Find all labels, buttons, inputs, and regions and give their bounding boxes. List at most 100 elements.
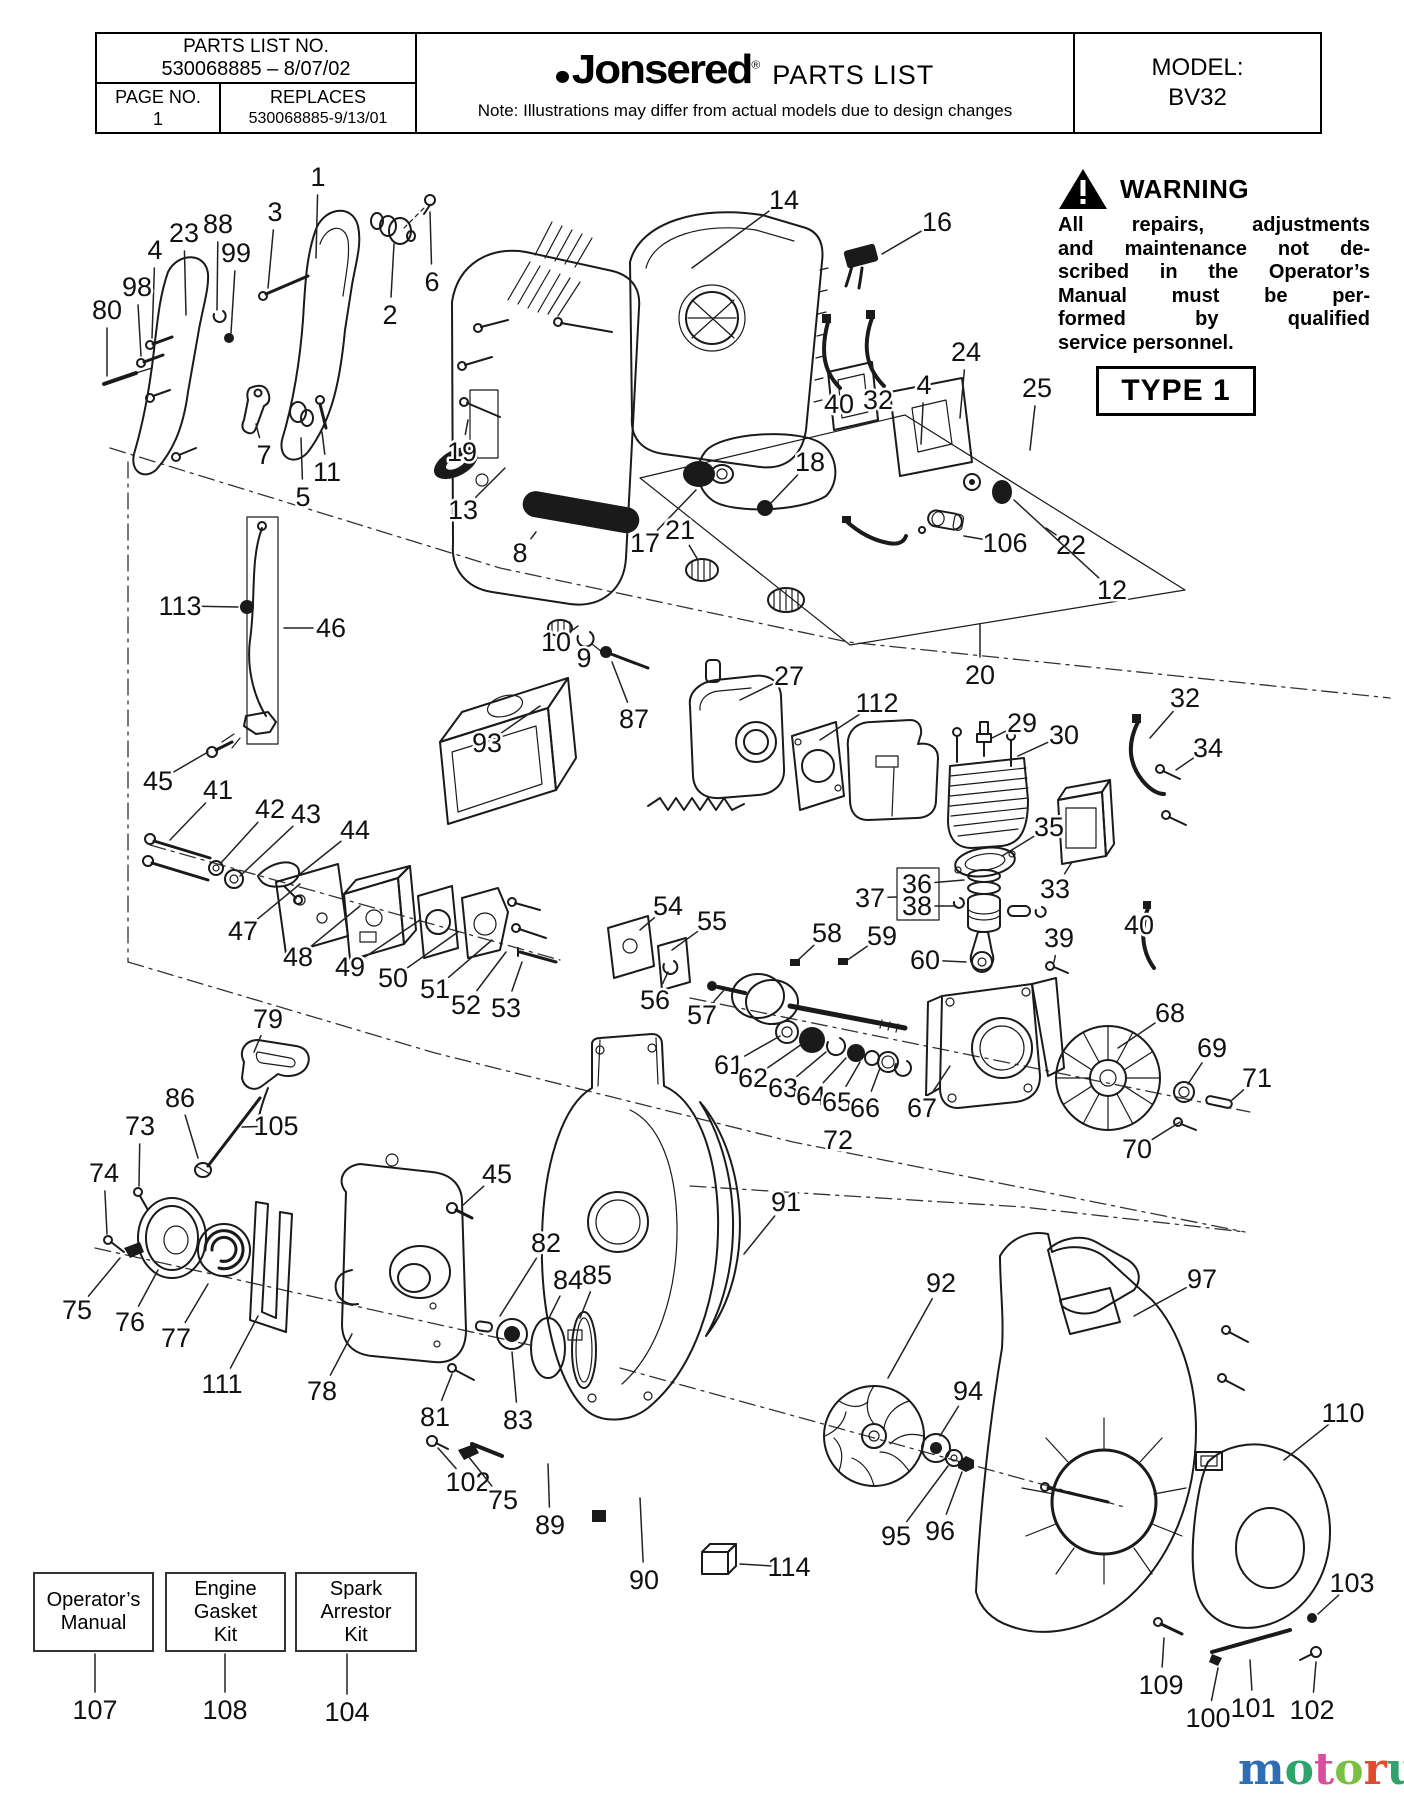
part-fan-ring — [699, 1101, 741, 1337]
callout-leader-27 — [739, 683, 774, 701]
callout-leader-33 — [1063, 861, 1073, 875]
part-callout-4: 4 — [147, 235, 162, 265]
part-callout-58: 58 — [812, 918, 842, 948]
part-callout-63: 63 — [768, 1073, 798, 1103]
part-throttle-cable — [206, 516, 279, 758]
callout-leader-76 — [137, 1269, 159, 1307]
type-badge: TYPE 1 — [1096, 366, 1256, 416]
part-callout-38: 38 — [902, 891, 932, 921]
callout-leader-4 — [920, 402, 924, 445]
callout-leader-45 — [461, 1185, 485, 1207]
model-label: MODEL: — [1151, 54, 1244, 81]
callout-leader-40 — [1142, 941, 1147, 953]
part-callout-23: 23 — [169, 218, 199, 248]
kit-box-spark-arrestor: Spark Arrestor Kit — [295, 1572, 417, 1652]
callout-leader-75 — [467, 1455, 493, 1487]
callout-leader-92 — [887, 1297, 933, 1379]
part-callout-34: 34 — [1193, 733, 1223, 763]
callout-leader-113 — [197, 605, 239, 608]
part-callout-32: 32 — [863, 385, 893, 415]
part-callout-85: 85 — [582, 1260, 612, 1290]
callout-leader-4 — [151, 267, 156, 339]
part-callout-53: 53 — [491, 993, 521, 1023]
callout-leader-96 — [945, 1471, 963, 1515]
part-callout-75: 75 — [62, 1295, 92, 1325]
callout-leader-6 — [429, 211, 433, 265]
part-callout-44: 44 — [340, 815, 370, 845]
part-starter — [103, 1039, 597, 1389]
kit-box-label: Engine Gasket Kit — [193, 1577, 258, 1646]
callout-leader-51 — [447, 939, 493, 979]
callout-leader-2 — [390, 243, 395, 298]
part-callout-77: 77 — [161, 1323, 191, 1353]
callout-leader-56 — [661, 971, 669, 985]
part-callout-40: 40 — [1124, 910, 1154, 940]
part-callout-60: 60 — [910, 945, 940, 975]
callout-leader-53 — [511, 961, 523, 992]
part-intake-plates — [607, 915, 691, 991]
callout-leader-47 — [256, 883, 301, 921]
part-callout-97: 97 — [1187, 1264, 1217, 1294]
callout-leader-19 — [464, 419, 469, 436]
part-callout-32: 32 — [1170, 683, 1200, 713]
callout-leader-63 — [796, 1051, 827, 1078]
part-callout-7: 7 — [256, 440, 271, 470]
part-callout-101: 101 — [1230, 1693, 1275, 1723]
part-callout-12: 12 — [1097, 575, 1127, 605]
callout-leader-84 — [547, 1295, 561, 1321]
brand-logo: Jonsered® — [556, 47, 760, 93]
part-callout-30: 30 — [1049, 720, 1079, 750]
part-handle-assembly — [102, 194, 436, 476]
part-callout-86: 86 — [165, 1083, 195, 1113]
callout-leader-88 — [216, 241, 219, 311]
part-callout-1: 1 — [310, 162, 325, 192]
kit-box-engine-gasket: Engine Gasket Kit — [165, 1572, 286, 1652]
warning-line: Manual must be per- — [1058, 284, 1370, 307]
callout-leader-65 — [845, 1061, 861, 1088]
part-cover-hardware — [1153, 1443, 1331, 1666]
warning-line: and maintenance not de- — [1058, 237, 1370, 260]
part-callout-66: 66 — [850, 1093, 880, 1123]
callout-leader-10 — [569, 625, 579, 633]
part-callout-89: 89 — [535, 1510, 565, 1540]
part-callout-88: 88 — [203, 209, 233, 239]
callout-leader-64 — [822, 1057, 847, 1084]
callout-leader-22 — [1045, 527, 1057, 536]
part-callout-87: 87 — [619, 704, 649, 734]
part-fan — [823, 1385, 974, 1487]
registered-mark: ® — [751, 58, 760, 72]
part-callout-11: 11 — [313, 457, 341, 487]
callout-leader-48 — [311, 905, 361, 947]
part-callout-22: 22 — [1056, 530, 1086, 560]
part-callout-27: 27 — [774, 661, 804, 691]
callout-leader-12 — [1013, 499, 1100, 579]
part-flywheel — [1055, 1025, 1233, 1131]
callout-leader-7 — [255, 423, 261, 439]
part-callout-3: 3 — [267, 197, 282, 227]
replaces-cell: REPLACES 530068885-9/13/01 — [221, 84, 415, 132]
part-callout-50: 50 — [378, 963, 408, 993]
part-callout-5: 5 — [295, 482, 310, 512]
part-callout-70: 70 — [1122, 1134, 1152, 1164]
part-callout-82: 82 — [531, 1228, 561, 1258]
callout-leader-66 — [870, 1067, 881, 1092]
part-callout-112: 112 — [855, 688, 898, 718]
part-muffler — [688, 659, 786, 800]
callout-leader-1 — [315, 194, 319, 259]
part-callout-83: 83 — [503, 1405, 533, 1435]
part-callout-105: 105 — [253, 1111, 298, 1141]
parts-list-no-cell: PARTS LIST NO. 530068885 – 8/07/02 — [97, 34, 415, 84]
warning-line: service personnel. — [1058, 331, 1234, 354]
part-cylinder-group — [947, 714, 1187, 878]
callout-leader-95 — [905, 1465, 949, 1523]
callout-leader-39 — [1053, 954, 1057, 963]
callout-leader-101 — [1249, 1659, 1253, 1691]
callout-leader-52 — [476, 951, 507, 992]
part-callout-107: 107 — [72, 1695, 117, 1725]
part-callout-102: 102 — [445, 1467, 490, 1497]
callout-leader-55 — [671, 930, 699, 951]
callout-leader-74 — [104, 1190, 108, 1235]
part-callout-65: 65 — [822, 1087, 852, 1117]
